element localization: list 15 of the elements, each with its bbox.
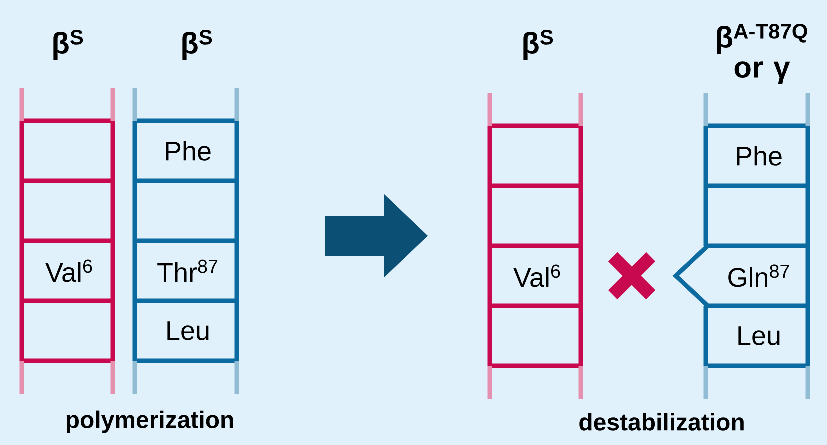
- residue-label: Phe: [166, 141, 211, 161]
- caption: destabilization: [580, 413, 744, 431]
- strand-label: β$^{S}$: [54, 30, 84, 60]
- caption: polymerization: [66, 410, 234, 434]
- residue-label: Phe: [737, 146, 782, 166]
- residue-label: Leu: [738, 326, 780, 346]
- strand-label: β$^{S}$: [182, 30, 212, 60]
- residue-label: Thr$^{87}$: [158, 260, 218, 282]
- block-arrow: [325, 194, 428, 278]
- residue-label: Val$^{6}$: [514, 264, 560, 288]
- residue-label: Leu: [168, 322, 209, 340]
- strand-label: β$^{A-T87Q}$ or γ: [717, 24, 808, 84]
- residue-label: Val$^{6}$: [46, 260, 92, 282]
- residue-label: Gln$^{87}$: [728, 264, 790, 288]
- strand-label: β$^{S}$: [524, 30, 554, 60]
